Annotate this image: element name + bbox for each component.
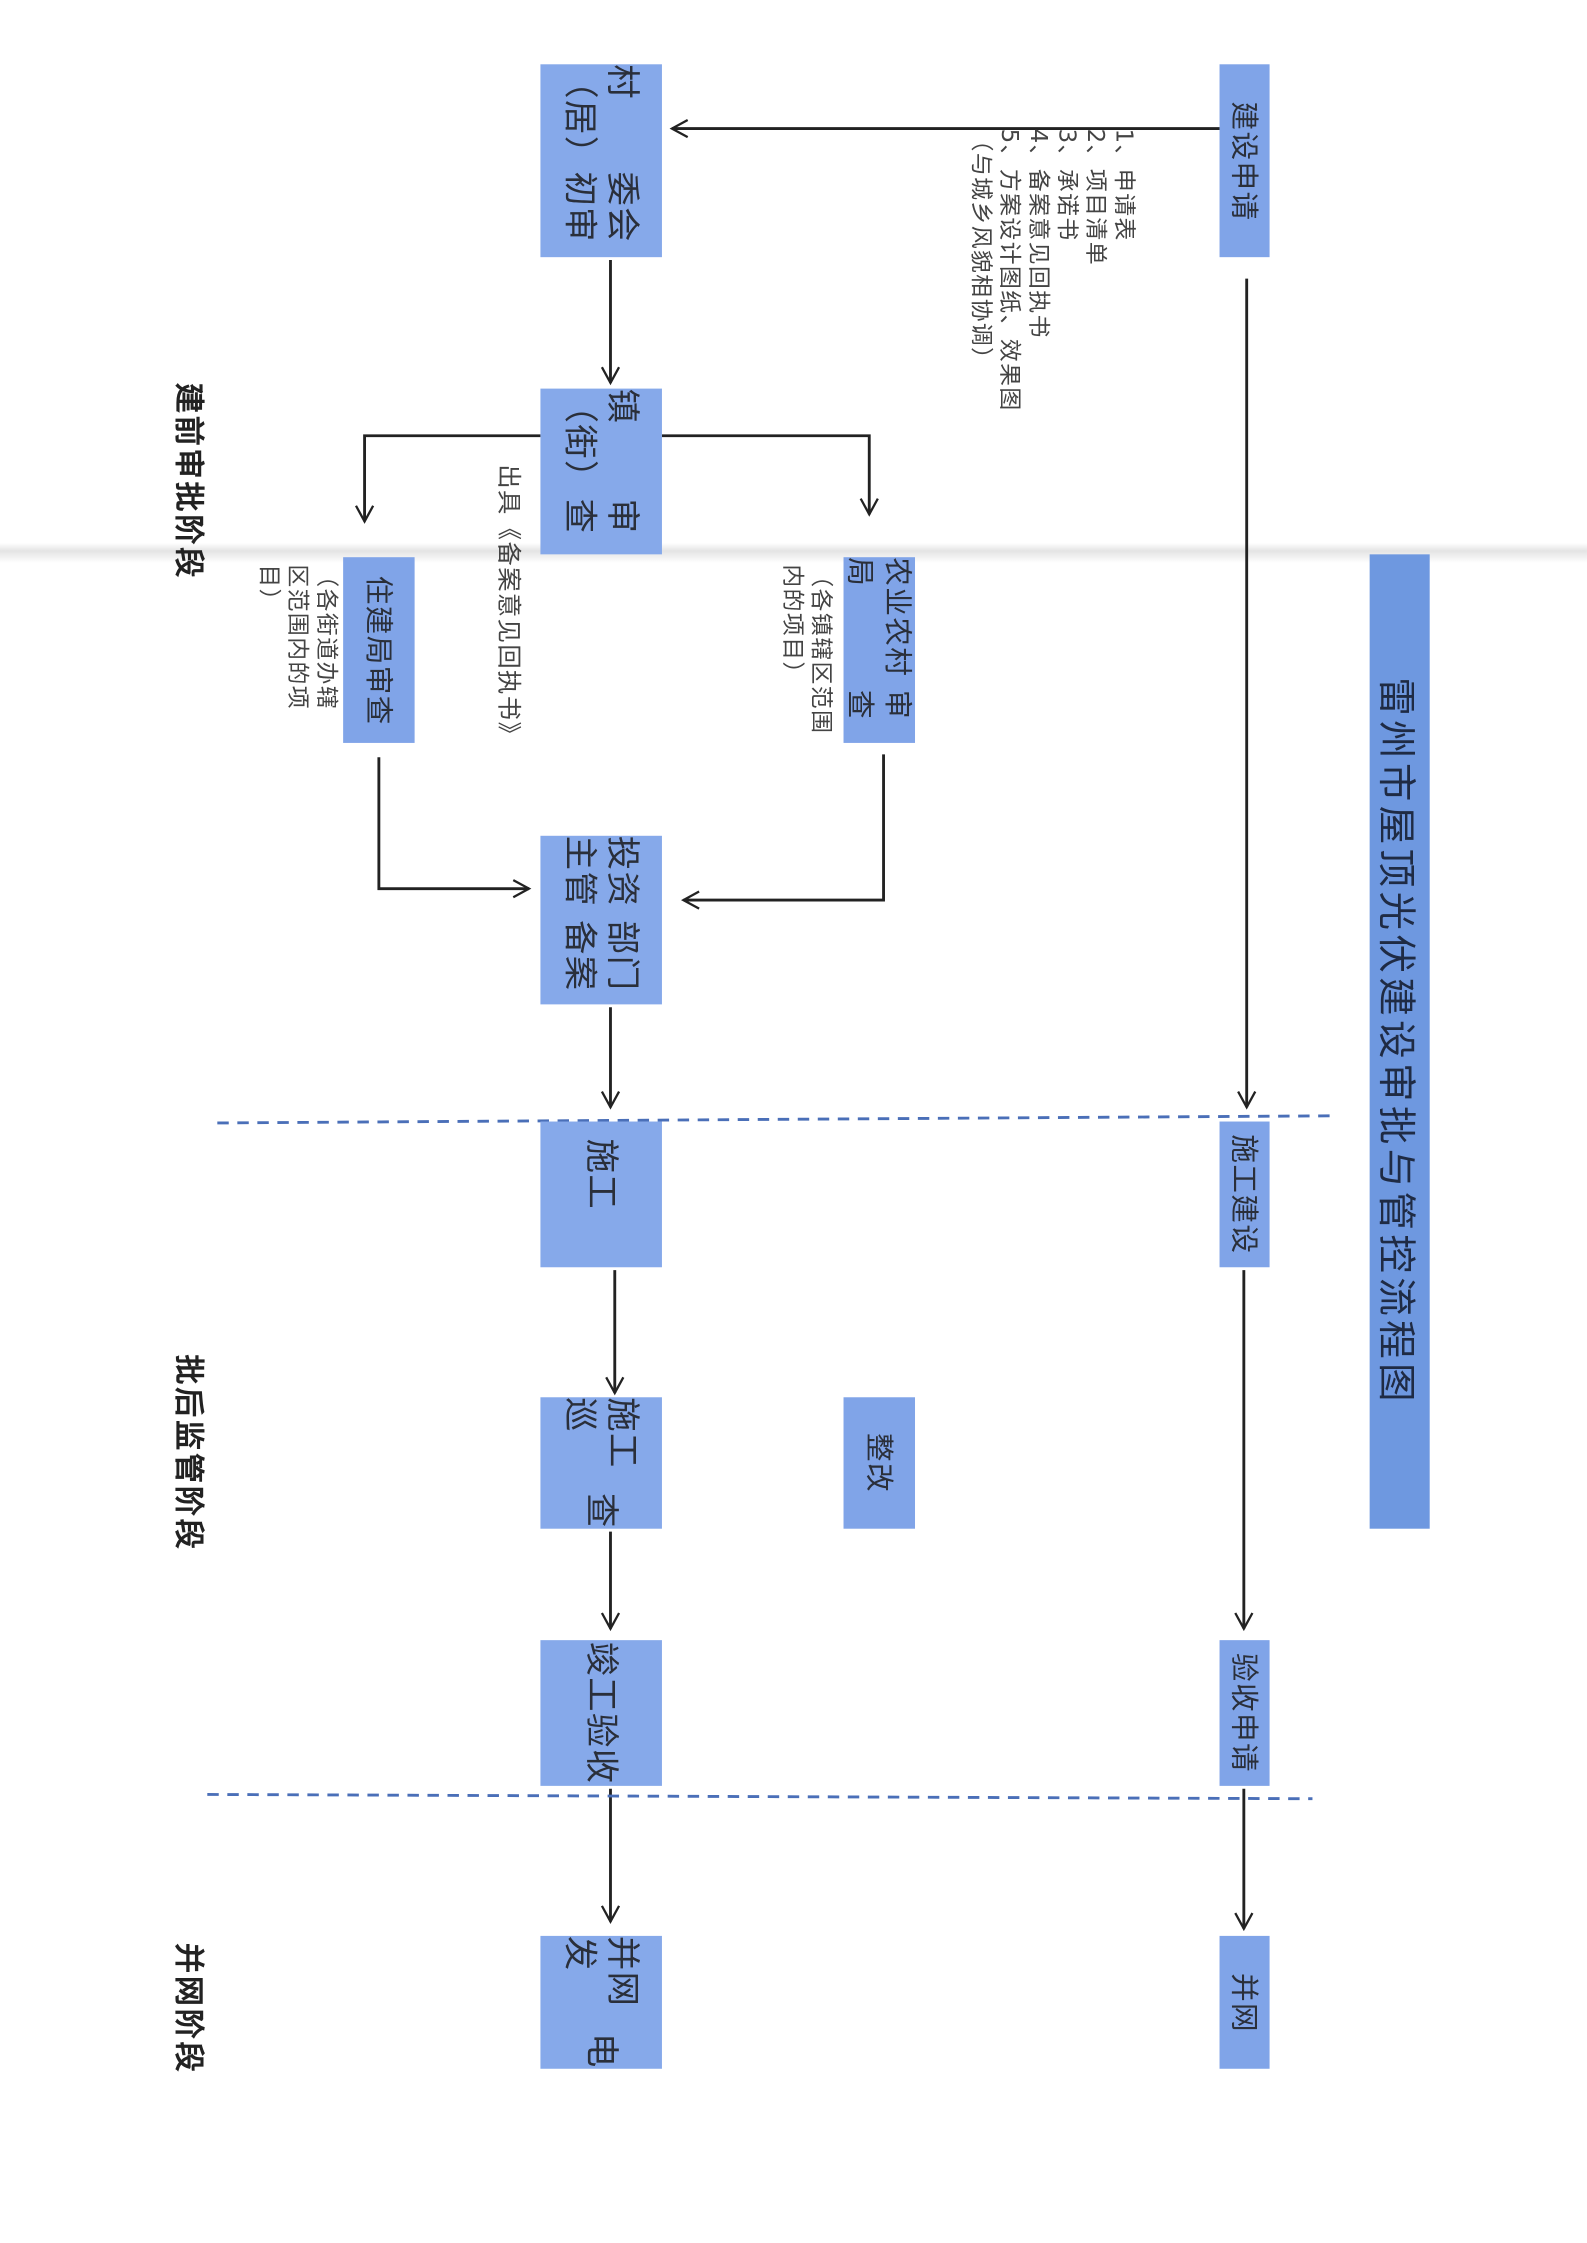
agri-note: （各镇辖区范围 内的项目） bbox=[778, 564, 835, 734]
note-line: （各街道办辖 bbox=[313, 564, 341, 711]
box-agri-review: 农业农村局 审查 bbox=[843, 557, 916, 743]
box-line: 电 bbox=[581, 2033, 622, 2069]
box-line: 审查 bbox=[361, 665, 397, 726]
box-housing-review: 住建局 审查 bbox=[343, 557, 415, 743]
box-construct: 施工建设 bbox=[1219, 1121, 1270, 1268]
box-rectify: 整改 bbox=[843, 1397, 916, 1529]
box-line: 竣工验 bbox=[581, 1641, 622, 1749]
box-line: 收 bbox=[581, 1748, 622, 1785]
box-line: 委会初审 bbox=[559, 171, 643, 243]
box-line: 审查 bbox=[843, 689, 916, 720]
box-town-review: 镇（街） 审查 bbox=[540, 388, 662, 555]
chart-title: 雷州市屋顶光伏建设审批与管控流程图 bbox=[1369, 554, 1430, 1529]
note-line: （各镇辖区范围 bbox=[807, 564, 835, 735]
town-note: 出具《备案意见回执书》 bbox=[493, 464, 522, 748]
box-construction: 施工 bbox=[540, 1121, 662, 1268]
arrow-agri-to-invest bbox=[681, 754, 885, 910]
box-grid: 并网 bbox=[1219, 1935, 1270, 2069]
box-line: 部门备案 bbox=[559, 920, 643, 992]
note-line: 目） bbox=[255, 564, 284, 613]
box-line: 镇（街） bbox=[559, 388, 643, 496]
box-construction-patrol: 施工巡 查 bbox=[540, 1397, 662, 1529]
box-construction-apply: 建设申请 bbox=[1219, 64, 1270, 258]
box-completion-acceptance: 竣工验 收 bbox=[540, 1640, 662, 1786]
material-item: 4、备案意见回执书 bbox=[1025, 128, 1053, 339]
box-line: 农业农村局 bbox=[843, 557, 916, 678]
arrow-town-to-agri bbox=[661, 434, 879, 517]
stage-divider-1 bbox=[217, 1114, 1330, 1125]
box-acceptance-apply: 验收申请 bbox=[1219, 1640, 1270, 1786]
stage-divider-2 bbox=[207, 1793, 1313, 1801]
box-line: 施工巡 bbox=[559, 1397, 643, 1469]
arrow-town-to-housing bbox=[354, 434, 541, 524]
box-line: 住建局 bbox=[361, 575, 397, 666]
box-village-review: 村（居） 委会初审 bbox=[540, 64, 662, 258]
box-line: 投资主管 bbox=[559, 835, 643, 908]
note-line: 区范围内的项 bbox=[284, 564, 312, 711]
material-item: 2、项目清单 bbox=[1082, 128, 1110, 267]
stage-label-post: 批后监管阶段 bbox=[171, 1354, 206, 1552]
apply-materials-list: 1、申请表 2、项目清单 3、承诺书 4、备案意见回执书 5、方案设计图纸、效果… bbox=[966, 129, 1138, 415]
box-line: 并网发 bbox=[559, 1935, 643, 2008]
box-line: 村（居） bbox=[559, 64, 643, 172]
material-item: 5、方案设计图纸、效果图 bbox=[996, 128, 1024, 412]
housing-note: （各街道办辖 区范围内的项 目） bbox=[254, 564, 340, 757]
stage-label-pre: 建前审批阶段 bbox=[171, 382, 206, 581]
material-item: （与城乡风貌相协调） bbox=[967, 128, 996, 372]
box-line: 审查 bbox=[559, 499, 643, 535]
material-item: 1、申请表 bbox=[1110, 128, 1139, 242]
material-item: 3、承诺书 bbox=[1053, 128, 1081, 242]
box-invest-filing: 投资主管 部门备案 bbox=[540, 835, 662, 1005]
note-line: 内的项目） bbox=[779, 564, 807, 686]
box-line: 查 bbox=[581, 1492, 622, 1529]
stage-label-grid: 并网阶段 bbox=[171, 1943, 206, 2075]
box-grid-power: 并网发 电 bbox=[540, 1935, 662, 2069]
arrow-housing-to-invest bbox=[377, 757, 532, 899]
